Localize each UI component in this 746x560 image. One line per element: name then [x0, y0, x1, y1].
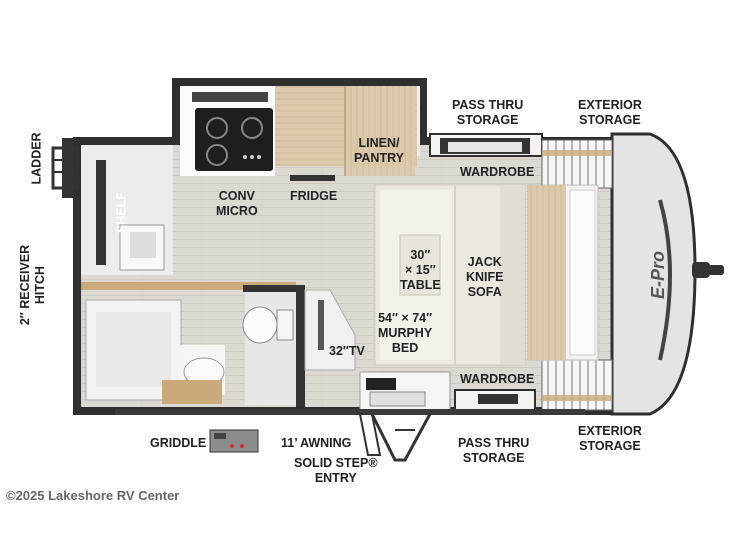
bottom-sink [359, 371, 451, 411]
label-line: × 15″ [405, 263, 436, 277]
kitchen-counter [180, 86, 417, 181]
label-line: SOLID STEP® [294, 456, 378, 470]
label-exterior-storage-top: EXTERIOR STORAGE [578, 98, 642, 128]
pass-thru-storage-top [429, 133, 543, 157]
label-murphy-bed: 54″ × 74″ MURPHY BED [378, 311, 432, 356]
label-line: KNIFE [466, 270, 504, 284]
label-awning: 11’ AWNING [281, 436, 352, 450]
label-line: PASS THRU [452, 98, 524, 112]
label-table: 30″ × 15″ TABLE [400, 248, 441, 293]
label-pass-thru-storage-top: PASS THRU STORAGE [452, 98, 523, 128]
jack-knife-sofa [374, 184, 526, 366]
label-conv-micro: CONV MICRO [216, 189, 258, 219]
tv-cabinet [304, 289, 356, 371]
wet-bath [81, 145, 305, 407]
label-line: MICRO [216, 204, 258, 218]
label-line: PANTRY [354, 151, 404, 165]
label-jack-knife-sofa: JACK KNIFE SOFA [466, 255, 504, 300]
exterior-storage-top [541, 139, 613, 189]
label-line: BED [391, 341, 419, 355]
label-line: LINEN/ [358, 136, 400, 150]
copyright-text: ©2025 Lakeshore RV Center [6, 488, 180, 503]
label-griddle: GRIDDLE [150, 436, 207, 450]
label-line: TABLE [400, 278, 441, 292]
label-pass-thru-storage-bottom: PASS THRU STORAGE [458, 436, 529, 466]
ladder [51, 138, 79, 198]
brand-logo: E-Pro [648, 251, 668, 299]
front-cap: E-Pro [610, 132, 724, 416]
label-line: CONV [218, 189, 255, 203]
exterior-storage-bottom [541, 359, 613, 411]
label-solid-step-entry: SOLID STEP® ENTRY [294, 456, 378, 486]
label-linen-pantry: LINEN/ PANTRY [354, 136, 404, 166]
label-line: STORAGE [462, 451, 525, 465]
label-line: STORAGE [579, 439, 641, 453]
murphy-bed [527, 184, 599, 361]
label-line: SOFA [467, 285, 502, 299]
label-exterior-storage-bottom: EXTERIOR STORAGE [578, 424, 642, 454]
label-line: ENTRY [314, 471, 357, 485]
label-line: 54″ × 74″ [378, 311, 433, 325]
label-line: MURPHY [378, 326, 433, 340]
label-tv: 32″TV [329, 344, 365, 358]
label-line: EXTERIOR [578, 424, 642, 438]
label-wardrobe-top: WARDROBE [460, 165, 535, 179]
awning-bar [115, 409, 585, 415]
label-line: HITCH [33, 265, 47, 305]
label-line: EXTERIOR [578, 98, 642, 112]
label-wardrobe-bottom: WARDROBE [460, 372, 535, 386]
label-ladder: LADDER [29, 132, 44, 185]
label-line: STORAGE [456, 113, 519, 127]
label-shelf: SHELF [114, 192, 129, 233]
label-line: PASS THRU [458, 436, 530, 450]
entry-step [358, 413, 432, 462]
label-line: 2″ RECEIVER [18, 244, 32, 326]
label-line: JACK [467, 255, 502, 269]
label-line: STORAGE [579, 113, 641, 127]
pass-thru-storage-bottom [454, 389, 536, 411]
label-line: 30″ [410, 248, 431, 262]
griddle [209, 429, 259, 453]
label-fridge: FRIDGE [290, 189, 338, 203]
label-receiver-hitch: 2″ RECEIVER HITCH [18, 230, 48, 340]
